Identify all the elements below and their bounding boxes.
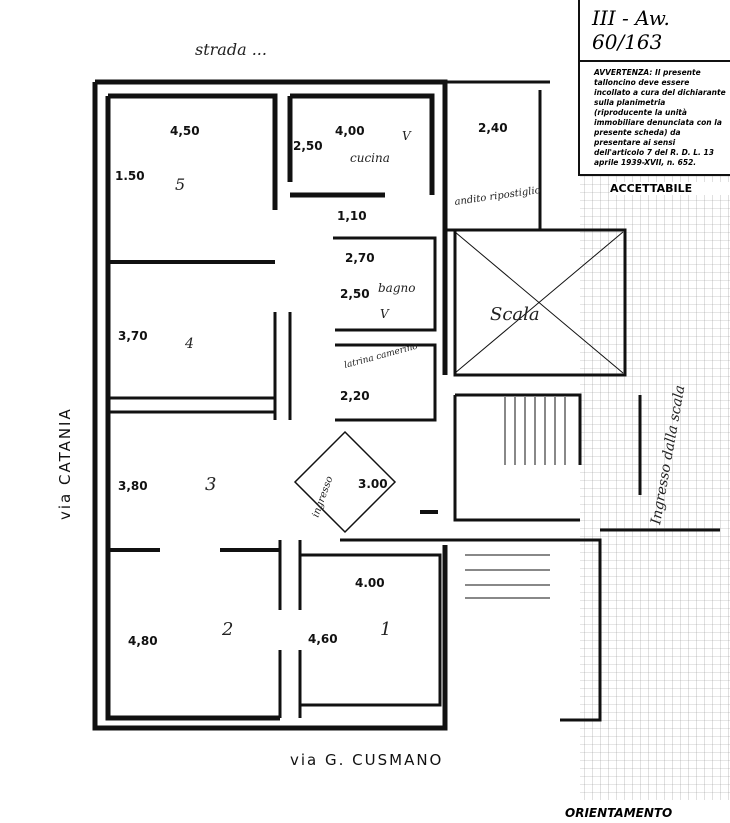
- room-mark: V: [380, 307, 390, 321]
- stair-note: Scala: [490, 304, 540, 325]
- dim-label: 4,50: [170, 124, 200, 138]
- dim-label: 4,00: [335, 124, 365, 138]
- room-label: 5: [175, 175, 185, 194]
- dim-label: 2,50: [340, 287, 370, 301]
- orientation-label: ORIENTAMENTO: [565, 806, 673, 820]
- dim-label: 3.00: [358, 477, 388, 491]
- dim-label: 1,10: [337, 209, 367, 223]
- form-notice: III - Aw. 60/163 AVVERTENZA: Il presente…: [578, 0, 730, 176]
- room-label: 1: [380, 619, 391, 640]
- room-label: 2: [221, 619, 233, 640]
- dim-label: 3,80: [118, 479, 148, 493]
- dim-label: 2,20: [340, 389, 370, 403]
- room-label: 4: [184, 336, 194, 352]
- top-right-panel: III - Aw. 60/163 AVVERTENZA: Il presente…: [578, 0, 730, 195]
- walls: [92, 79, 720, 731]
- form-number: III - Aw. 60/163: [592, 6, 670, 54]
- room-label: ingresso: [310, 475, 335, 519]
- stair-steps: [465, 397, 566, 599]
- room-mark: V: [402, 129, 412, 143]
- street-left: via CATANIA: [56, 407, 74, 520]
- dim-label: 4.00: [355, 576, 385, 590]
- grid-paper: [580, 170, 730, 800]
- dim-label: 1.50: [115, 169, 145, 183]
- dim-label: 2,40: [478, 121, 508, 135]
- street-bottom: via G. CUSMANO: [290, 751, 443, 769]
- room-label: 3: [205, 474, 216, 495]
- street-top: strada ...: [195, 40, 267, 59]
- dim-label: 4,60: [308, 632, 338, 646]
- dim-label: 2,50: [293, 139, 323, 153]
- light-well: [454, 231, 624, 374]
- room-label: bagno: [378, 281, 415, 295]
- entrance-diamond: [293, 430, 397, 534]
- dim-label: 4,80: [128, 634, 158, 648]
- warning-text: AVVERTENZA: Il presente talloncino deve …: [580, 60, 730, 168]
- room-label: cucina: [350, 151, 390, 165]
- room-label: andito ripostiglio: [454, 185, 541, 208]
- dim-label: 3,70: [118, 329, 148, 343]
- accept-stamp: ACCETTABILE: [610, 182, 730, 195]
- dim-label: 2,70: [345, 251, 375, 265]
